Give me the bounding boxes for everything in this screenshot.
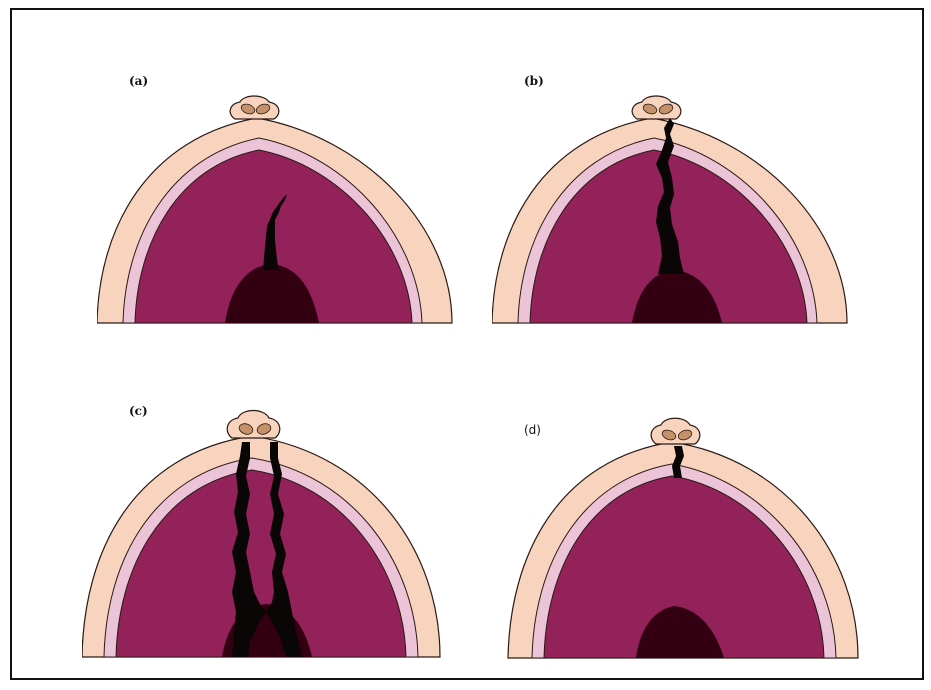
panel-d	[506, 410, 866, 662]
panel-a	[97, 88, 457, 328]
panel-d-illustration	[506, 410, 866, 662]
nose	[227, 411, 280, 439]
panel-b-illustration	[492, 88, 852, 328]
panel-a-illustration	[97, 88, 457, 328]
figure-frame: (a) (b)	[10, 8, 924, 680]
panel-a-label: (a)	[129, 74, 148, 88]
panel-c	[82, 402, 442, 662]
nose	[230, 96, 279, 119]
nose	[651, 418, 700, 444]
panel-b-label: (b)	[524, 74, 544, 88]
nose	[632, 96, 681, 119]
panel-b	[492, 88, 852, 328]
panel-c-illustration	[82, 402, 442, 662]
